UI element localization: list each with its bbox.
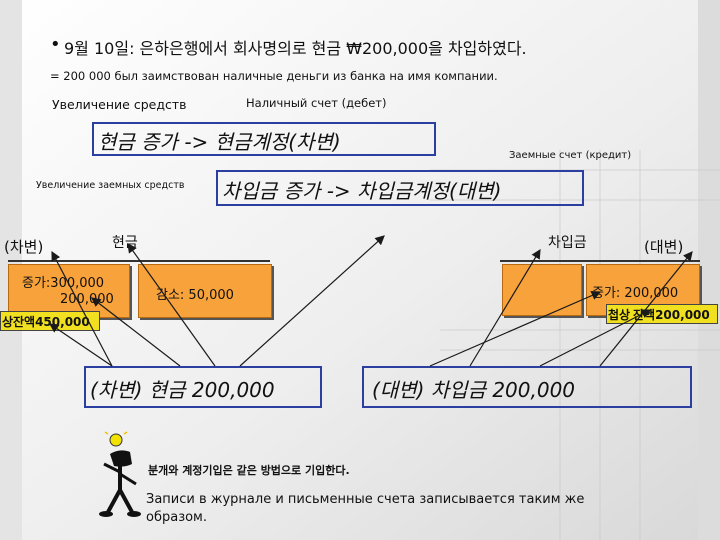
loan-ledger-side: (대변) [644, 236, 683, 257]
cash-ledger-title: 현금 [112, 232, 138, 252]
cash-decrease: 감소: 50,000 [156, 284, 234, 303]
loan-ledger-top-line [500, 260, 700, 262]
cash-balance-prefix: 상 [2, 313, 13, 330]
cash-rule-text: 현금 증가 -> 현금계정(차변) [98, 126, 341, 155]
loan-debit-cell [502, 264, 582, 316]
journal-debit-box: (차변) 현금 200,000 [84, 366, 322, 408]
bullet: • [50, 34, 61, 55]
footer-note-russian: Записи в журнале и письменные счета запи… [146, 491, 616, 527]
label-cash-account-debit: Наличный счет (дебет) [246, 96, 386, 110]
cash-balance: 잔액450,000 [13, 313, 90, 330]
journal-credit-box: (대변) 차입금 200,000 [362, 366, 692, 408]
loan-rule-box: 차입금 증가 -> 차입금계정(대변) [216, 170, 584, 206]
cash-ledger-side: (차변) [4, 236, 43, 257]
loan-ledger-title: 차입금 [548, 232, 587, 252]
journal-credit-entry: (대변) 차입금 200,000 [372, 374, 575, 403]
loan-balance: 잔액200,000 [633, 306, 710, 323]
cash-increase: 증가:300,000 [22, 272, 104, 291]
loan-rule-text: 차입금 증가 -> 차입금계정(대변) [222, 175, 501, 204]
cash-increase-2: 200,000 [60, 292, 114, 307]
loan-increase: 증가: 200,000 [592, 282, 678, 301]
journal-debit-entry: (차변) 현금 200,000 [90, 374, 275, 403]
loan-balance-tag: 첩상 잔액200,000 [606, 304, 718, 324]
cash-rule-box: 현금 증가 -> 현금계정(차변) [92, 122, 436, 156]
title-russian: = 200 000 был заимствован наличные деньг… [50, 69, 498, 83]
cash-balance-tag: 상 잔액450,000 [0, 311, 100, 331]
footer-note-korean: 분개와 계정기입은 같은 방법으로 기입한다. [148, 462, 350, 478]
title-korean: 9월 10일: 은하은행에서 회사명의로 현금 ₩200,000을 차입하였다. [64, 35, 527, 59]
label-increase-assets: Увеличение средств [52, 97, 187, 112]
label-increase-loans: Увеличение заемных средств [36, 180, 184, 191]
label-loan-account-credit: Заемные счет (кредит) [509, 150, 631, 161]
cash-ledger-top-line [8, 260, 270, 262]
loan-balance-prefix: 첩상 [608, 306, 630, 323]
